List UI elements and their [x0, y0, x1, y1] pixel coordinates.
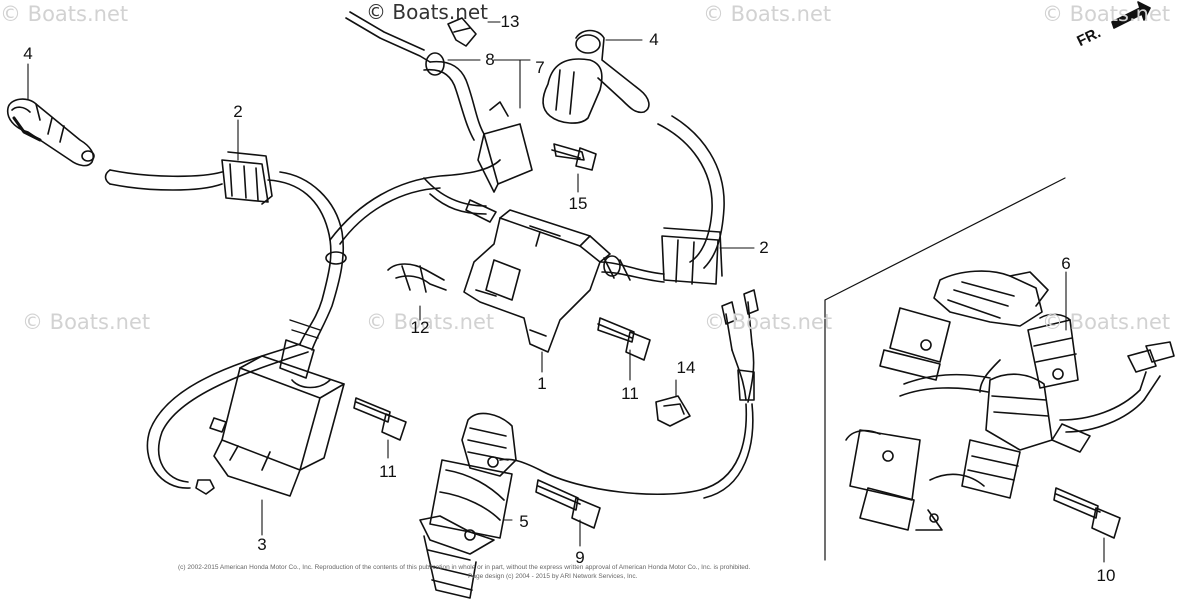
- watermark: © Boats.net: [703, 2, 832, 26]
- callout-4-top: 4: [649, 30, 659, 49]
- charge-coil-6: [845, 270, 1175, 531]
- watermark-main: © Boats.net: [366, 0, 489, 24]
- copyright-line-2: Page design (c) 2004 - 2015 by ARI Netwo…: [468, 573, 638, 580]
- callout-12: 12: [410, 318, 430, 337]
- grommet-right: [661, 227, 723, 285]
- callout-3: 3: [257, 535, 267, 554]
- callout-7: 7: [535, 58, 545, 77]
- watermark: © Boats.net: [366, 310, 495, 334]
- spark-plug-cap-top: [542, 29, 650, 124]
- spark-plug-cap-left: [6, 98, 95, 167]
- callout-2-left: 2: [233, 102, 243, 121]
- clip-13: [447, 17, 477, 47]
- callout-6: 6: [1061, 254, 1071, 273]
- callout-11-center: 11: [621, 384, 639, 403]
- callout-8: 8: [485, 50, 495, 69]
- group-divider-line: [824, 177, 1066, 561]
- copyright-line-1: (c) 2002-2015 American Honda Motor Co., …: [178, 564, 751, 571]
- noise-suppressor-7: [345, 11, 533, 193]
- fr-arrow: [1111, 1, 1151, 29]
- harness-main: [267, 179, 332, 345]
- bolt-11-center: [597, 317, 651, 361]
- watermark: © Boats.net: [0, 2, 129, 26]
- callout-1: 1: [537, 374, 547, 393]
- callout-5: 5: [519, 512, 529, 531]
- bolt-15: [551, 143, 597, 171]
- callout-14: 14: [676, 358, 696, 377]
- callout-10: 10: [1096, 566, 1116, 585]
- wire-clip-12: [387, 263, 447, 293]
- grommet-left: [104, 151, 273, 205]
- watermark: © Boats.net: [22, 310, 151, 334]
- watermark: © Boats.net: [1042, 2, 1171, 26]
- callout-2-right: 2: [759, 238, 769, 257]
- bolt-9: [535, 479, 601, 529]
- ignition-coil-3: [195, 319, 345, 497]
- bolt-10: [1053, 487, 1121, 539]
- clip-14: [655, 395, 691, 427]
- ignition-unit-1: [463, 209, 665, 353]
- bolt-11-left: [353, 397, 407, 441]
- watermark: © Boats.net: [704, 310, 833, 334]
- lead-connectors: [499, 289, 759, 499]
- callout-13: 13: [500, 12, 520, 31]
- callout-4-left: 4: [23, 44, 33, 63]
- callout-15: 15: [568, 194, 588, 213]
- copyright-notice: (c) 2002-2015 American Honda Motor Co., …: [178, 563, 1018, 581]
- callout-9: 9: [575, 548, 585, 567]
- exciter-coil-5: [419, 412, 517, 599]
- leader-lines: [27, 21, 1105, 563]
- callout-11-left: 11: [379, 462, 397, 481]
- watermark: © Boats.net: [1042, 310, 1171, 334]
